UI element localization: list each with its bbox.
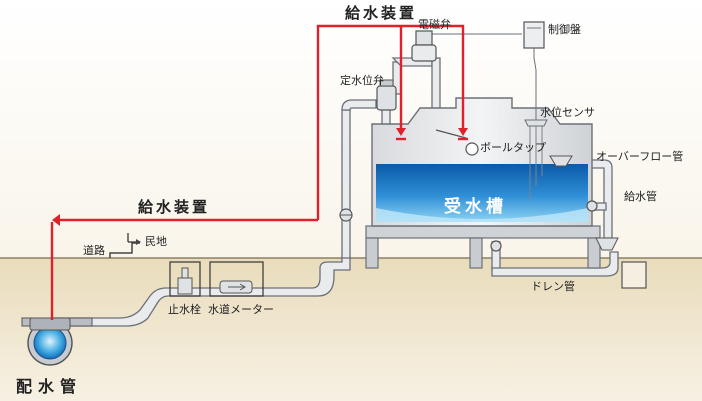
label-water-meter: 水道メーター (208, 302, 274, 316)
label-road: 道路 (83, 243, 105, 257)
tank-leg-left (365, 237, 379, 269)
supply-arrow-tank-right (458, 128, 468, 136)
drain-valve-icon (490, 240, 502, 252)
supply-arrow-left (52, 214, 60, 226)
overflow-funnel (549, 155, 573, 167)
label-level-sensor: 水位センサ (540, 105, 595, 119)
tank-base-frame (365, 225, 601, 239)
label-overflow-pipe: オーバーフロー管 (596, 149, 683, 163)
label-receiving-tank: 受水槽 (444, 196, 507, 217)
supply-device-boundary (50, 24, 465, 320)
tank-leg-right (587, 237, 601, 269)
level-sensor-head (524, 119, 548, 127)
water-meter-box (209, 261, 264, 297)
label-stop-valve: 止水栓 (168, 302, 201, 316)
label-ball-tap: ボールタップ (480, 141, 546, 154)
tank-water (376, 164, 588, 222)
label-supply-pipe: 給水管 (624, 189, 657, 203)
label-distribution-main: 配水管 (16, 377, 82, 396)
supply-arrow-tank-left (396, 128, 406, 136)
label-control-panel: 制御盤 (548, 22, 581, 36)
label-supply-device-top: 給水装置 (345, 4, 417, 22)
road-boundary (109, 242, 140, 258)
supply-valve-icon (586, 200, 598, 212)
control-panel-wire (533, 48, 537, 120)
stop-valve-box (169, 261, 201, 297)
label-drain-pipe: ドレン管 (531, 279, 575, 293)
label-supply-device-left: 給水装置 (138, 198, 210, 216)
level-sensor-rods (529, 124, 543, 200)
stop-valve-icon (177, 277, 193, 295)
label-fixed-level-valve: 定水位弁 (340, 73, 384, 87)
ball-tap-float (465, 142, 479, 156)
private-land-arrow (136, 239, 141, 245)
label-private-land: 民地 (145, 235, 167, 248)
solenoid-valve-icon (415, 30, 433, 46)
drain-pit (621, 261, 647, 289)
tank-leg-middle (469, 237, 483, 269)
ground (0, 258, 702, 401)
label-solenoid-valve: 電磁弁 (418, 17, 451, 31)
drain-funnel (595, 237, 619, 251)
fixed-level-valve-icon (376, 85, 397, 111)
control-panel-icon (523, 21, 545, 49)
